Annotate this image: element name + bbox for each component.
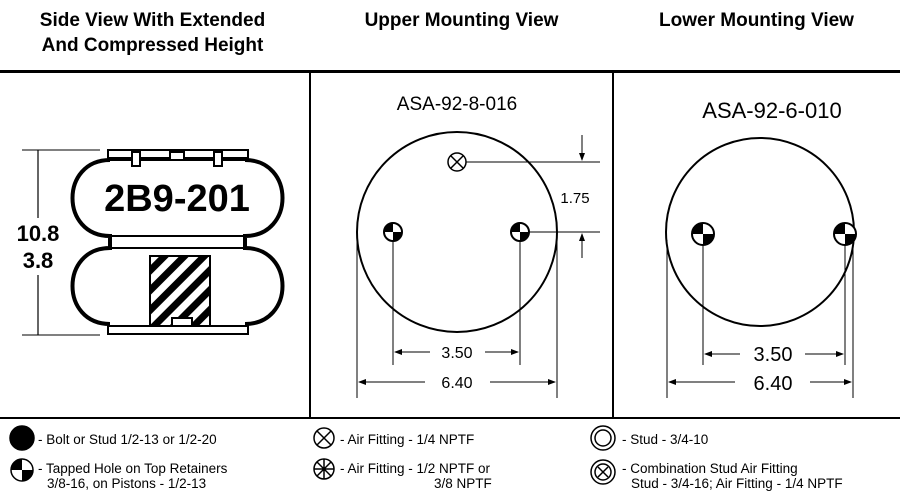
upper-diameter: 6.40 xyxy=(441,375,472,392)
legend-stud: - Stud - 3/4-10 xyxy=(622,432,708,447)
upper-offset-dim: 1.75 xyxy=(560,190,589,207)
part-number: 2B9-201 xyxy=(104,178,250,220)
air-fitting-icon xyxy=(447,152,467,172)
legend-bolt: - Bolt or Stud 1/2-13 or 1/2-20 xyxy=(38,432,217,447)
lower-model-label: ASA-92-6-010 xyxy=(702,98,841,123)
legend-air-fitting-half: - Air Fitting - 1/2 NPTF or 3/8 NPTF xyxy=(340,461,492,491)
header-divider xyxy=(0,70,900,73)
double-circle-icon xyxy=(590,425,616,451)
legend-air-fitting-quarter: - Air Fitting - 1/4 NPTF xyxy=(340,432,474,447)
upper-model-label: ASA-92-8-016 xyxy=(397,94,517,115)
quartered-circle-icon xyxy=(10,458,34,482)
upper-view-header: Upper Mounting View xyxy=(364,10,559,31)
tapped-hole-icon xyxy=(691,222,715,246)
side-view-header: Side View With Extended And Compressed H… xyxy=(0,8,305,58)
lower-diameter: 6.40 xyxy=(754,373,793,395)
double-x-circle-icon xyxy=(590,459,616,485)
x-circle-icon xyxy=(313,427,335,449)
legend-text: - Air Fitting - 1/2 NPTF or xyxy=(340,461,491,476)
legend-tapped-hole: - Tapped Hole on Top Retainers 3/8-16, o… xyxy=(38,461,227,491)
asterisk-circle-icon xyxy=(313,458,335,480)
legend-text: - Air Fitting - 1/4 NPTF xyxy=(340,432,475,447)
column-divider-1 xyxy=(309,73,311,418)
side-view-header-line1: Side View With Extended xyxy=(39,10,266,31)
legend-text: Stud - 3/4-16; Air Fitting - 1/4 NPTF xyxy=(631,476,843,491)
legend-text: - Tapped Hole on Top Retainers xyxy=(38,461,228,476)
lower-view-header: Lower Mounting View xyxy=(659,10,854,31)
upper-bolt-spacing: 3.50 xyxy=(441,345,472,362)
legend-text: 3/8 NPTF xyxy=(434,476,492,491)
column-divider-2 xyxy=(612,73,614,418)
legend-text: 3/8-16, on Pistons - 1/2-13 xyxy=(47,476,207,491)
air-spring-side-drawing xyxy=(22,149,285,336)
legend-text: - Bolt or Stud 1/2-13 or 1/2-20 xyxy=(38,432,217,447)
legend-text: - Combination Stud Air Fitting xyxy=(622,461,798,476)
lower-bolt-spacing: 3.50 xyxy=(754,344,793,366)
upper-mounting-plate xyxy=(356,131,600,398)
extended-height: 10.8 xyxy=(17,221,60,246)
tapped-hole-icon xyxy=(383,222,403,242)
solid-circle-icon xyxy=(9,425,35,451)
side-view-header-line2: And Compressed Height xyxy=(41,35,264,56)
legend-combination: - Combination Stud Air Fitting Stud - 3/… xyxy=(622,461,843,491)
tapped-hole-icon xyxy=(510,222,530,242)
legend-divider xyxy=(0,417,900,419)
compressed-height: 3.8 xyxy=(23,248,54,273)
lower-mounting-plate xyxy=(665,137,857,398)
legend-text: - Stud - 3/4-10 xyxy=(622,432,709,447)
